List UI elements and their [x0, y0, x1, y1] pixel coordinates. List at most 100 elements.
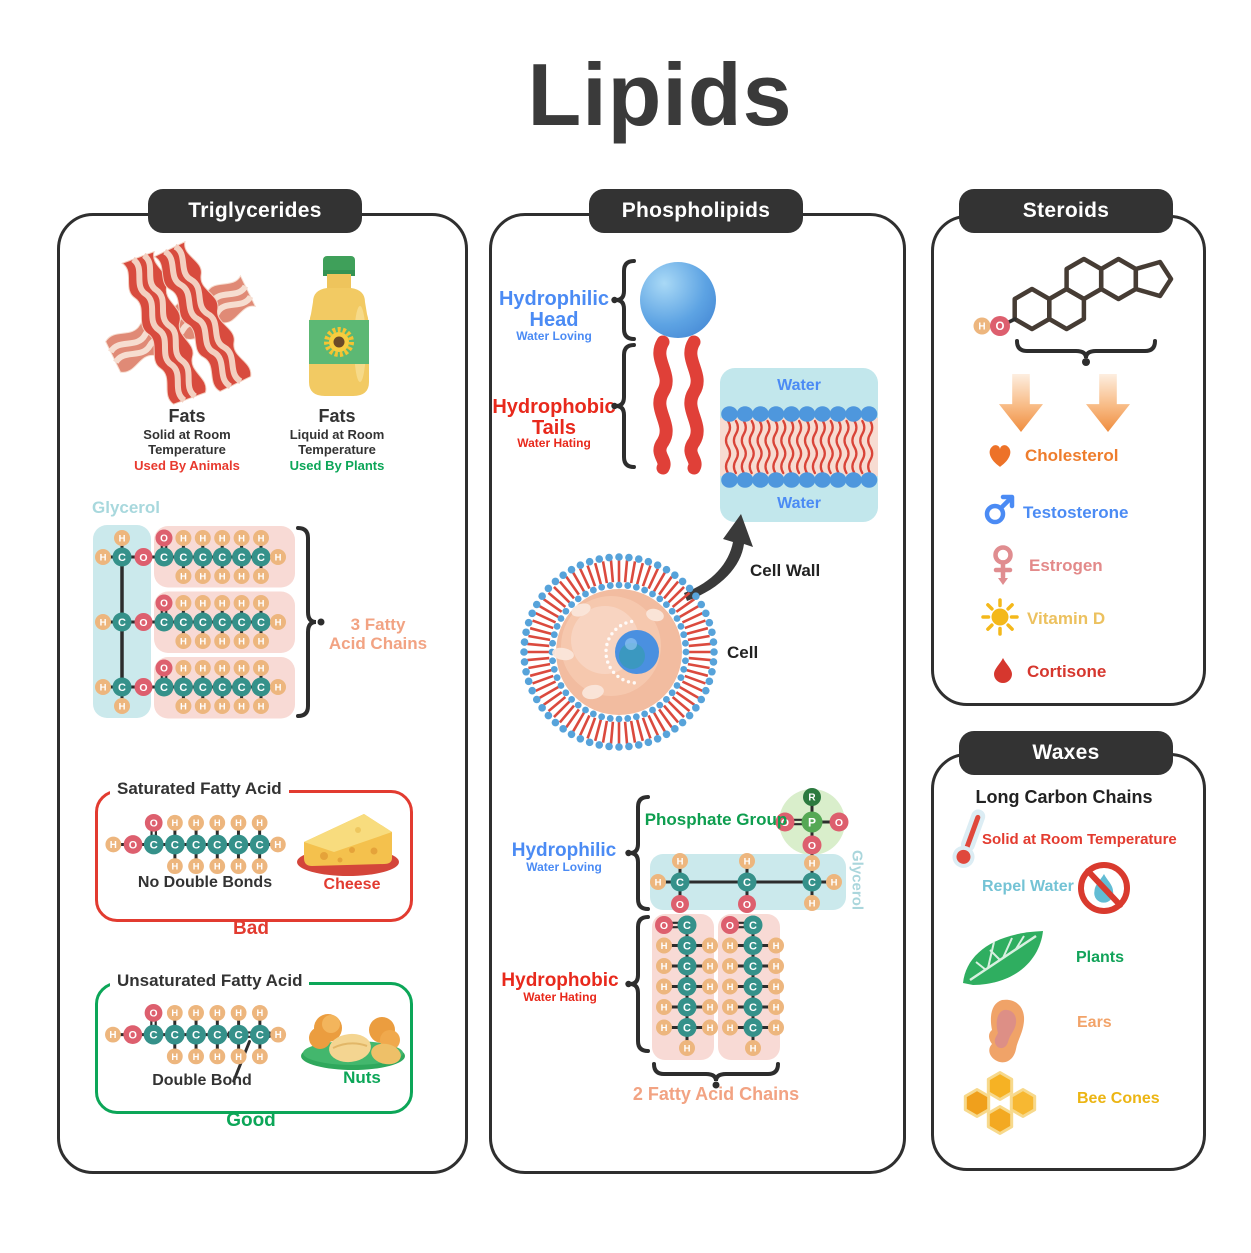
steroid-item-label: Cortisone — [1027, 662, 1107, 681]
svg-text:H: H — [256, 818, 263, 828]
head-sub: Water Loving — [516, 329, 592, 343]
svg-text:C: C — [683, 1002, 691, 1014]
svg-text:H: H — [258, 571, 265, 582]
svg-text:H: H — [258, 636, 265, 647]
svg-text:C: C — [256, 840, 264, 852]
svg-text:H: H — [750, 1043, 757, 1054]
svg-text:C: C — [743, 877, 751, 889]
svg-text:H: H — [214, 862, 221, 872]
svg-text:H: H — [773, 961, 780, 972]
heart-icon — [989, 445, 1011, 467]
unsaturated-note: Double Bond — [152, 1072, 252, 1089]
saturated-title: Saturated Fatty Acid — [110, 779, 289, 799]
svg-text:C: C — [257, 552, 265, 564]
svg-text:H: H — [180, 533, 187, 544]
svg-text:H: H — [773, 1023, 780, 1034]
svg-text:H: H — [180, 636, 187, 647]
svg-text:C: C — [118, 617, 126, 629]
svg-text:H: H — [193, 862, 200, 872]
svg-text:C: C — [171, 1030, 179, 1042]
svg-text:C: C — [160, 552, 168, 564]
svg-text:H: H — [258, 663, 265, 674]
svg-text:C: C — [179, 617, 187, 629]
header-waxes: Waxes — [959, 731, 1173, 775]
svg-text:H: H — [661, 982, 668, 993]
animal-fat-title: Fats — [168, 406, 206, 426]
tails-brace — [611, 343, 636, 469]
svg-text:O: O — [129, 1030, 137, 1042]
svg-text:H: H — [978, 322, 985, 333]
svg-text:H: H — [707, 1002, 714, 1013]
tri-chains-label1: 3 Fatty — [350, 615, 406, 634]
svg-text:H: H — [109, 1030, 116, 1041]
hydrophilic-head-sphere — [640, 262, 716, 338]
svg-text:H: H — [219, 598, 226, 609]
svg-text:C: C — [218, 617, 226, 629]
animal-fat-line1: Solid at Room — [143, 427, 231, 442]
svg-text:H: H — [727, 1023, 734, 1034]
svg-text:C: C — [808, 877, 816, 889]
steroid-item-label: Estrogen — [1029, 556, 1103, 575]
svg-text:C: C — [192, 1030, 200, 1042]
svg-text:O: O — [808, 840, 816, 852]
svg-text:H: H — [193, 818, 200, 828]
svg-text:H: H — [235, 1007, 242, 1018]
svg-text:H: H — [655, 877, 662, 888]
svg-text:C: C — [118, 552, 126, 564]
phosphate-group-label: Phosphate Group — [644, 810, 788, 829]
svg-text:C: C — [256, 1030, 264, 1042]
cell-label: Cell — [727, 643, 759, 662]
head-brace — [611, 259, 636, 341]
svg-text:H: H — [219, 663, 226, 674]
svg-text:O: O — [676, 899, 684, 911]
svg-text:O: O — [660, 920, 668, 932]
svg-text:C: C — [199, 617, 207, 629]
svg-text:C: C — [213, 1030, 221, 1042]
animal-fat-note: Used By Animals — [134, 458, 240, 473]
phospho-glycerol-label: Glycerol — [848, 850, 866, 911]
svg-text:H: H — [193, 1007, 200, 1018]
svg-text:H: H — [235, 1051, 242, 1062]
unsaturated-title: Unsaturated Fatty Acid — [110, 971, 310, 991]
steroid-item-label: Testosterone — [1023, 503, 1129, 522]
svg-text:C: C — [199, 552, 207, 564]
svg-text:H: H — [110, 840, 117, 851]
svg-text:H: H — [219, 636, 226, 647]
svg-text:H: H — [727, 961, 734, 972]
thermometer-icon — [952, 809, 986, 868]
svg-text:R: R — [808, 793, 816, 804]
svg-text:H: H — [100, 552, 107, 563]
animal-fat-line2: Temperature — [148, 442, 226, 457]
svg-text:O: O — [743, 899, 751, 911]
cheese-icon — [297, 814, 399, 876]
header-steroids: Steroids — [959, 189, 1173, 233]
waxes-subtitle: Long Carbon Chains — [975, 787, 1153, 807]
svg-text:H: H — [773, 941, 780, 952]
svg-text:C: C — [213, 840, 221, 852]
svg-text:C: C — [179, 552, 187, 564]
tails-title1: Hydrophobic — [492, 396, 616, 418]
svg-text:H: H — [172, 818, 179, 828]
svg-text:H: H — [684, 1043, 691, 1054]
leaf-icon — [963, 931, 1043, 985]
svg-text:C: C — [749, 920, 757, 932]
svg-text:H: H — [180, 598, 187, 609]
svg-text:O: O — [726, 920, 734, 932]
svg-text:O: O — [160, 599, 168, 610]
water-top-label: Water — [777, 377, 821, 394]
hydrophilic-brace — [625, 795, 650, 911]
svg-text:C: C — [749, 1002, 757, 1014]
svg-text:H: H — [199, 636, 206, 647]
cheese-label: Cheese — [323, 876, 381, 893]
oil-bottle-icon — [309, 256, 369, 396]
plant-fat-line1: Liquid at Room — [289, 427, 385, 442]
svg-text:C: C — [199, 682, 207, 694]
svg-text:C: C — [150, 840, 158, 852]
female-icon — [993, 545, 1013, 585]
svg-text:O: O — [150, 819, 158, 830]
page-title: Lipids — [527, 45, 793, 144]
droplet-icon — [994, 658, 1012, 683]
svg-text:H: H — [119, 533, 126, 544]
